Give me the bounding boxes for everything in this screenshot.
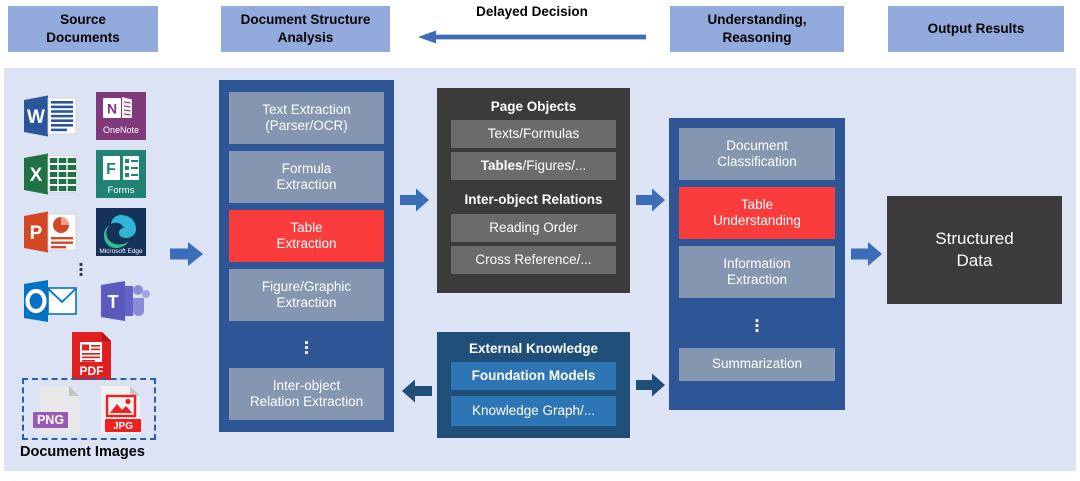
forms-icon: F Forms [96,150,146,198]
outlook-icon [22,278,80,324]
structured-data-line2: Data [956,251,993,270]
structured-data-line1: Structured [935,228,1014,248]
chip-formula-extraction-line1: Formula [281,160,332,176]
svg-text:N: N [107,101,117,117]
source-documents-icon-group: W N OneNote [8,72,178,467]
jpg-label: JPG [113,421,133,432]
chip-table-extraction[interactable]: Table Extraction [229,210,384,262]
chip-cross-reference[interactable]: Cross Reference/... [451,246,616,274]
header-output-results-label: Output Results [927,20,1025,36]
chip-texts-formulas-label: Texts/Formulas [487,125,580,141]
chip-tables-figures[interactable]: Tables/Figures/... [451,152,616,180]
arrow-structure-to-page-objects-icon [400,188,429,212]
structure-analysis-ellipsis: ... [303,328,310,359]
arrow-understanding-to-output-icon [851,242,882,266]
structured-data-box: Structured Data [887,196,1062,304]
header-box-understanding-reasoning: Understanding, Reasoning [670,6,844,52]
chip-summarization[interactable]: Summarization [679,348,835,381]
excel-icon: X [22,150,80,198]
arrow-source-to-structure-icon [170,242,203,266]
header-box-source-documents: Source Documents [8,6,158,52]
chip-inter-object-line1: Inter-object [272,377,341,393]
chip-text-extraction-line2: (Parser/OCR) [265,118,348,133]
word-icon: W [22,92,80,140]
external-knowledge-title: External Knowledge [468,341,599,356]
arrow-knowledge-to-understanding-icon [636,373,665,397]
chip-formula-extraction-line2: Extraction [276,177,337,192]
chip-information-extraction[interactable]: Information Extraction [679,246,835,298]
chip-knowledge-graph[interactable]: Knowledge Graph/... [451,396,616,426]
chip-doc-class-line1: Document [726,137,788,153]
chip-document-classification[interactable]: Document Classification [679,128,835,180]
chip-reading-order[interactable]: Reading Order [451,214,616,242]
header-source-documents-line2: Documents [46,30,120,45]
chip-inter-object-line2: Relation Extraction [249,394,364,409]
forms-label: Forms [108,185,135,196]
powerpoint-icon: P [22,208,80,256]
chip-text-extraction-line1: Text Extraction [262,101,351,117]
jpg-file-icon: JPG [93,384,147,436]
teams-icon: T [98,278,150,324]
inter-object-relations-title: Inter-object Relations [464,192,603,207]
chip-figure-graphic-extraction[interactable]: Figure/Graphic Extraction [229,269,384,321]
pdf-icon: PDF [62,330,120,382]
png-label: PNG [37,413,64,427]
chip-info-extraction-line2: Extraction [726,272,787,287]
svg-text:F: F [106,161,116,178]
header-ur-line1: Understanding, [707,11,807,27]
page-objects-panel: Page Objects Texts/Formulas Tables/Figur… [437,88,630,293]
chip-cross-reference-label: Cross Reference/... [475,251,592,267]
svg-text:X: X [30,165,43,186]
chip-table-extraction-line1: Table [290,219,323,235]
header-box-output-results: Output Results [888,6,1064,52]
header-box-document-structure-analysis: Document Structure Analysis [221,6,390,52]
png-file-icon: PNG [31,384,85,436]
external-knowledge-panel: External Knowledge Foundation Models Kno… [437,332,630,438]
header-ur-line2: Reasoning [722,30,792,45]
svg-text:T: T [108,292,119,312]
delayed-decision-arrow-icon [418,30,646,44]
chip-foundation-models-label: Foundation Models [471,367,596,383]
header-dsa-line2: Analysis [277,30,334,45]
header-dsa-line1: Document Structure [240,11,371,27]
chip-tables-rest: /Figures/... [522,157,587,173]
structure-analysis-panel: Text Extraction (Parser/OCR) Formula Ext… [219,80,394,432]
header-source-documents-line1: Source [60,11,106,27]
chip-foundation-models[interactable]: Foundation Models [451,362,616,390]
chip-tables-bold-part: Tables [480,157,523,173]
chip-info-extraction-line1: Information [723,255,791,271]
arrow-knowledge-to-structure-icon [402,379,432,403]
page-objects-title: Page Objects [490,99,577,114]
edge-icon: Microsoft Edge [96,208,146,256]
chip-text-extraction[interactable]: Text Extraction (Parser/OCR) [229,92,384,144]
chip-inter-object-relation-extraction[interactable]: Inter-object Relation Extraction [229,368,384,420]
chip-formula-extraction[interactable]: Formula Extraction [229,151,384,203]
understanding-panel: Document Classification Table Understand… [669,118,845,410]
svg-text:W: W [27,107,45,128]
chip-figure-extraction-line1: Figure/Graphic [261,278,352,294]
edge-label: Microsoft Edge [99,248,143,255]
chip-table-extraction-line2: Extraction [276,236,337,251]
chip-figure-extraction-line2: Extraction [276,295,337,310]
pdf-label: PDF [80,364,104,378]
chip-table-understanding[interactable]: Table Understanding [679,187,835,239]
chip-table-understanding-line1: Table [740,196,774,212]
understanding-ellipsis: ... [754,306,760,337]
delayed-decision-group: Delayed Decision [412,4,652,52]
chip-table-understanding-line2: Understanding [713,213,801,228]
svg-text:P: P [30,223,43,244]
chip-doc-class-line2: Classification [717,154,797,169]
source-documents-ellipsis: ... [78,249,84,281]
chip-reading-order-label: Reading Order [489,219,578,235]
document-images-label: Document Images [20,444,145,460]
document-images-dashed-box [22,378,156,440]
onenote-icon: N OneNote [96,92,146,140]
chip-knowledge-graph-label: Knowledge Graph/... [471,402,596,418]
chip-texts-formulas[interactable]: Texts/Formulas [451,120,616,148]
chip-summarization-label: Summarization [711,356,803,372]
arrow-page-objects-to-understanding-icon [636,188,665,212]
delayed-decision-label: Delayed Decision [476,4,588,19]
onenote-label: OneNote [103,125,139,135]
